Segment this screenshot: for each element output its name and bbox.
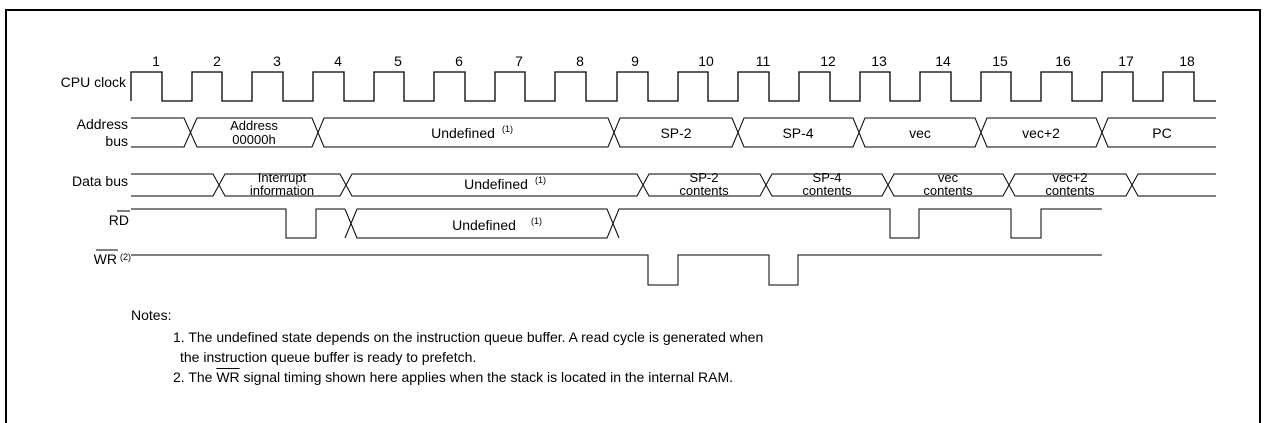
addr-seg-undefined-ref: (1) bbox=[502, 124, 513, 134]
clock-number: 8 bbox=[576, 53, 584, 69]
clock-number: 3 bbox=[273, 53, 281, 69]
data-seg-undefined: Undefined bbox=[464, 176, 528, 192]
label-wr: WR bbox=[94, 251, 117, 267]
addr-seg-pc: PC bbox=[1152, 125, 1171, 141]
notes-title: Notes: bbox=[131, 307, 172, 323]
clock-number: 12 bbox=[820, 53, 836, 69]
wr-waveform bbox=[131, 254, 1102, 286]
note-2-prefix: 2. The bbox=[173, 369, 217, 385]
clock-number: 6 bbox=[455, 53, 463, 69]
clock-number: 16 bbox=[1055, 53, 1071, 69]
clock-number: 17 bbox=[1118, 53, 1134, 69]
addr-seg-sp4: SP-4 bbox=[782, 125, 813, 141]
clock-number: 13 bbox=[871, 53, 887, 69]
data-seg-vec-1: vec bbox=[938, 170, 959, 185]
addr-seg-undefined: Undefined bbox=[431, 125, 495, 141]
label-rd: RD bbox=[109, 212, 129, 228]
data-seg-interrupt-2: information bbox=[250, 183, 314, 198]
data-seg-undefined-ref: (1) bbox=[535, 175, 546, 185]
note-2: 2. The WR signal timing shown here appli… bbox=[131, 367, 763, 387]
label-data-bus: Data bus bbox=[72, 173, 128, 189]
clock-number: 9 bbox=[631, 53, 639, 69]
note-1-line-1: 1. The undefined state depends on the in… bbox=[173, 329, 764, 345]
label-cpu-clock: CPU clock bbox=[61, 74, 127, 90]
clock-number: 4 bbox=[334, 53, 342, 69]
data-seg-sp2-1: SP-2 bbox=[690, 170, 719, 185]
data-seg-vec-2: contents bbox=[923, 183, 973, 198]
addr-seg-sp2: SP-2 bbox=[660, 125, 691, 141]
label-address-bus-2: bus bbox=[105, 133, 128, 149]
data-seg-interrupt-1: Interrupt bbox=[258, 170, 307, 185]
clock-number: 5 bbox=[394, 53, 402, 69]
timing-diagram: CPU clock Address bus Data bus RD WR (2)… bbox=[61, 53, 1216, 286]
data-seg-vec2-2: contents bbox=[1045, 183, 1095, 198]
note-2-signal: WR bbox=[216, 369, 240, 385]
clock-number: 2 bbox=[213, 53, 221, 69]
address-bus-waveform bbox=[131, 117, 1216, 148]
clock-number: 14 bbox=[935, 53, 951, 69]
note-1-line-2: the instruction queue buffer is ready to… bbox=[180, 349, 477, 365]
clock-number: 1 bbox=[152, 53, 160, 69]
addr-seg-address-1: Address bbox=[230, 118, 278, 133]
cpu-clock-waveform bbox=[130, 71, 1216, 102]
clock-number: 10 bbox=[698, 53, 714, 69]
data-seg-sp4-2: contents bbox=[802, 183, 852, 198]
data-seg-sp2-2: contents bbox=[679, 183, 729, 198]
label-wr-ref: (2) bbox=[120, 252, 131, 262]
clock-number: 11 bbox=[756, 53, 771, 69]
rd-waveform bbox=[131, 208, 1102, 239]
addr-seg-vec: vec bbox=[909, 125, 931, 141]
note-2-suffix: signal timing shown here applies when th… bbox=[239, 369, 734, 385]
data-seg-vec2-1: vec+2 bbox=[1052, 170, 1087, 185]
notes: Notes: 1. The undefined state depends on… bbox=[131, 305, 763, 387]
addr-seg-address-2: 00000h bbox=[232, 132, 275, 147]
rd-seg-undefined-ref: (1) bbox=[531, 216, 542, 226]
data-seg-sp4-1: SP-4 bbox=[813, 170, 842, 185]
clock-number: 7 bbox=[515, 53, 523, 69]
diagram-frame bbox=[5, 9, 1261, 423]
data-bus-waveform bbox=[131, 173, 1216, 197]
clock-number: 18 bbox=[1179, 53, 1195, 69]
addr-seg-vec2: vec+2 bbox=[1022, 125, 1060, 141]
label-address-bus-1: Address bbox=[77, 116, 128, 132]
clock-number: 15 bbox=[992, 53, 1008, 69]
rd-seg-undefined: Undefined bbox=[452, 217, 516, 233]
